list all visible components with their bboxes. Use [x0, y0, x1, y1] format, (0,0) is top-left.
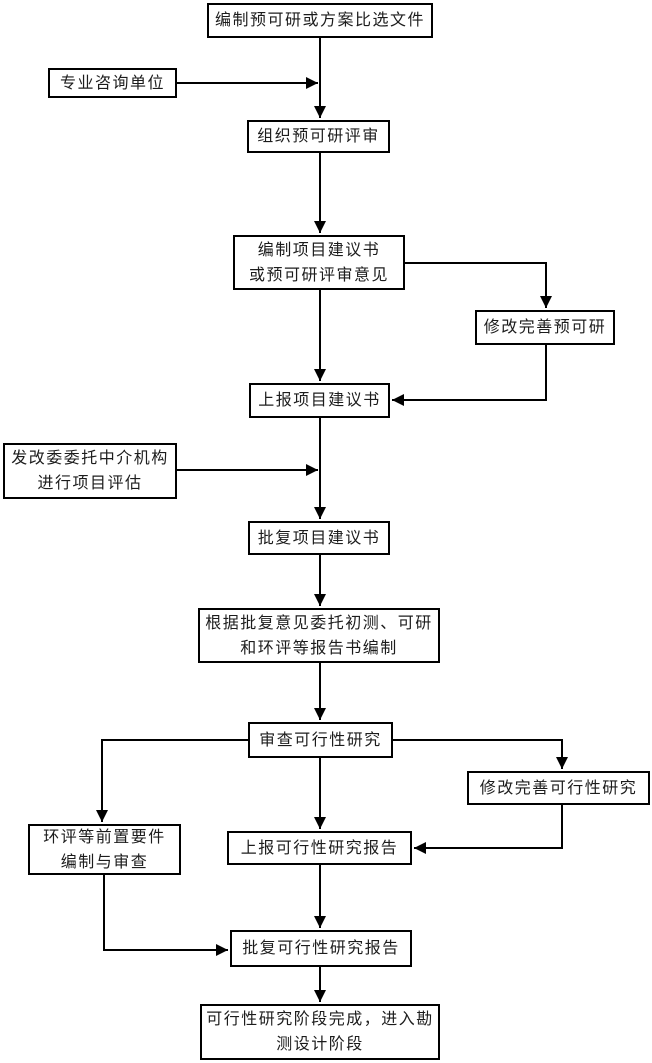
node-complete-stage: 可行性研究阶段完成，进入勘 测设计阶段 — [200, 1004, 440, 1060]
node-submit-feasibility-report: 上报可行性研究报告 — [227, 831, 412, 865]
node-entrust-reports: 根据批复意见委托初测、可研 和环评等报告书编制 — [198, 608, 440, 663]
node-revise-feasibility: 修改完善可行性研究 — [467, 771, 650, 805]
connector-eia-to-approve-fs — [103, 875, 228, 956]
node-ndrc-entrust-evaluation: 发改委委托中介机构 进行项目评估 — [3, 443, 177, 499]
connector-proposal-to-revise-pre — [405, 262, 552, 308]
node-prepare-prefeasibility: 编制预可研或方案比选文件 — [207, 3, 433, 38]
connector-review-to-revise-fs — [393, 739, 568, 769]
node-organize-review: 组织预可研评审 — [247, 120, 390, 153]
connector-revise-fs-to-submit-fs — [414, 805, 563, 854]
connector-revise-pre-to-submit — [392, 345, 547, 406]
connector-review-to-eia — [96, 739, 248, 822]
node-approve-proposal: 批复项目建议书 — [248, 521, 390, 555]
node-review-feasibility: 审查可行性研究 — [248, 722, 393, 758]
node-revise-prefeasibility: 修改完善预可研 — [475, 310, 615, 345]
node-consulting-unit: 专业咨询单位 — [48, 68, 177, 98]
node-draft-proposal: 编制项目建议书 或预可研评审意见 — [233, 235, 405, 290]
node-submit-proposal: 上报项目建议书 — [249, 383, 390, 418]
node-approve-feasibility-report: 批复可行性研究报告 — [230, 930, 412, 967]
node-eia-prerequisites: 环评等前置要件 编制与审查 — [28, 824, 181, 875]
